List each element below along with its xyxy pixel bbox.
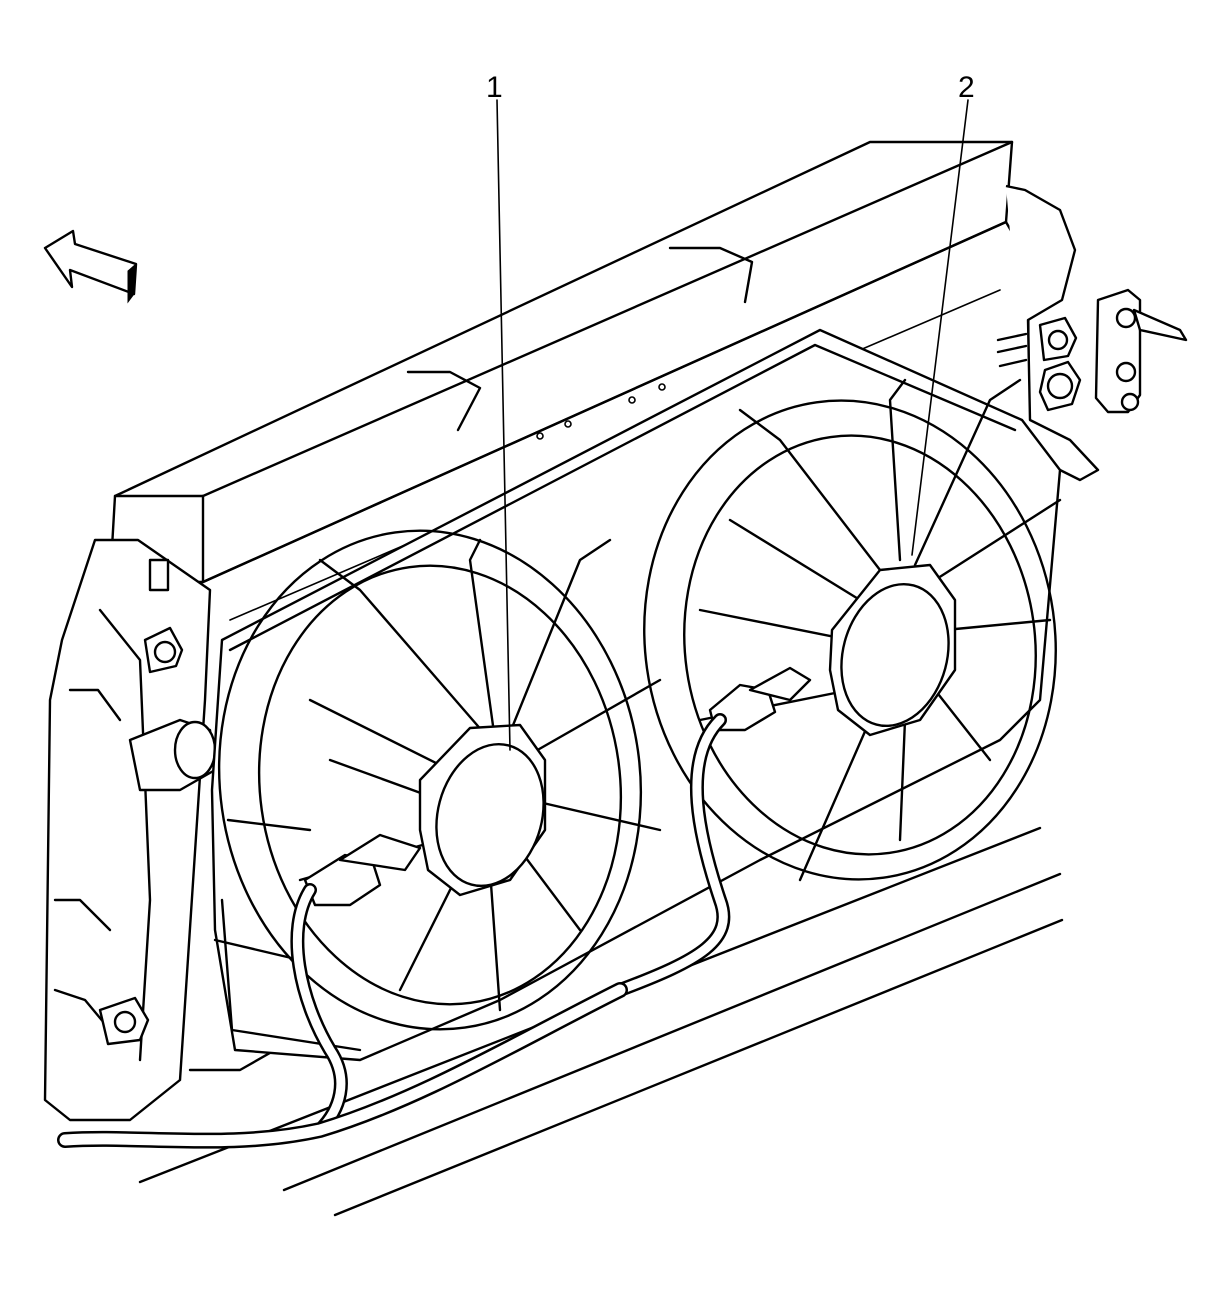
wiring-harness (57, 713, 731, 1149)
right-fan-motor-hub (840, 582, 950, 728)
callout-2-leader (911, 99, 969, 556)
left-fan-blades (213, 538, 662, 1012)
callout-leaders (496, 99, 969, 751)
left-fan-motor-hub (435, 742, 545, 888)
callout-1-label: 1 (486, 71, 503, 104)
radiator-left-tank (43, 538, 217, 1122)
left-fan-connector (303, 833, 422, 907)
forward-arrow-icon (43, 229, 138, 304)
callout-2-label: 2 (958, 71, 975, 104)
ac-line-fitting (1094, 288, 1188, 414)
radiator-right-tank (996, 184, 1100, 482)
left-cooling-fan (213, 529, 662, 1031)
callout-1-leader (496, 99, 511, 751)
